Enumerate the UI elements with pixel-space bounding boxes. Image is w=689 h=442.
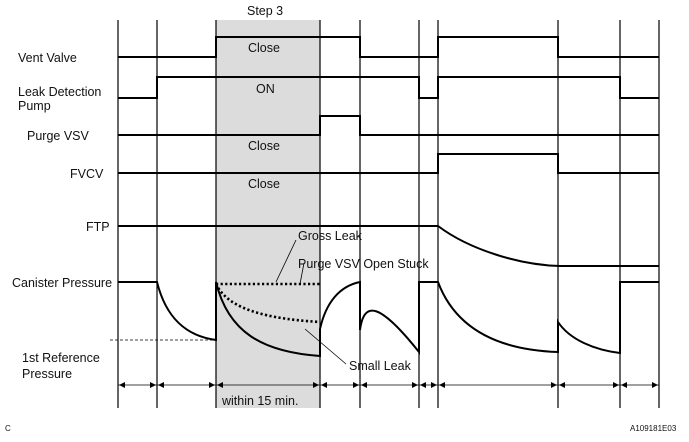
purge-vsv-stuck-leader xyxy=(299,262,305,285)
small-leak-leader xyxy=(304,328,347,365)
gross-leak-leader xyxy=(275,239,297,283)
leak-detection-pump-state: ON xyxy=(256,82,275,96)
arrow-head xyxy=(420,382,426,388)
arrow-head xyxy=(439,382,445,388)
purge-vsv-signal xyxy=(118,115,659,136)
arrow-head xyxy=(361,382,367,388)
fvcv-label: FVCV xyxy=(70,167,104,181)
leak-detection-pump-label-line1: Leak Detection xyxy=(18,85,101,99)
arrow-head xyxy=(150,382,156,388)
leak-detection-pump-signal xyxy=(118,76,659,99)
arrow-head xyxy=(313,382,319,388)
small-leak-label: Small Leak xyxy=(349,359,412,373)
fvcv-signal xyxy=(118,153,659,174)
arrow-head xyxy=(209,382,215,388)
arrow-head xyxy=(431,382,437,388)
ftp-signal xyxy=(118,225,659,267)
arrow-head xyxy=(559,382,565,388)
arrow-head xyxy=(321,382,327,388)
canister-pressure-signal xyxy=(118,280,659,358)
ftp-label: FTP xyxy=(86,220,110,234)
vent-valve-label: Vent Valve xyxy=(18,51,77,65)
arrow-head xyxy=(621,382,627,388)
leak-detection-pump-label-line2: Pump xyxy=(18,99,51,113)
first-reference-label-line2: Pressure xyxy=(22,367,72,381)
purge-vsv-open-stuck-label: Purge VSV Open Stuck xyxy=(298,257,429,271)
arrow-head xyxy=(217,382,223,388)
arrow-head xyxy=(551,382,557,388)
arrow-head xyxy=(613,382,619,388)
purge-vsv-state: Close xyxy=(248,139,280,153)
phase-boundaries xyxy=(117,20,660,408)
fvcv-state: Close xyxy=(248,177,280,191)
purge-vsv-label: Purge VSV xyxy=(27,129,90,143)
arrow-head xyxy=(158,382,164,388)
step-label: Step 3 xyxy=(247,4,283,18)
arrow-head xyxy=(119,382,125,388)
first-reference-label-line1: 1st Reference xyxy=(22,351,100,365)
arrow-head xyxy=(412,382,418,388)
vent-valve-state: Close xyxy=(248,41,280,55)
time-interval-arrows xyxy=(119,382,658,388)
gross-leak-label: Gross Leak xyxy=(298,229,363,243)
canister-pressure-label: Canister Pressure xyxy=(12,276,112,290)
figure-code: A109181E03 xyxy=(630,424,677,433)
vent-valve-signal xyxy=(118,36,659,58)
step3-shaded-region xyxy=(216,20,320,408)
corner-label: C xyxy=(5,424,11,433)
time-limit-label: within 15 min. xyxy=(221,394,298,408)
arrow-head xyxy=(652,382,658,388)
arrow-head xyxy=(353,382,359,388)
